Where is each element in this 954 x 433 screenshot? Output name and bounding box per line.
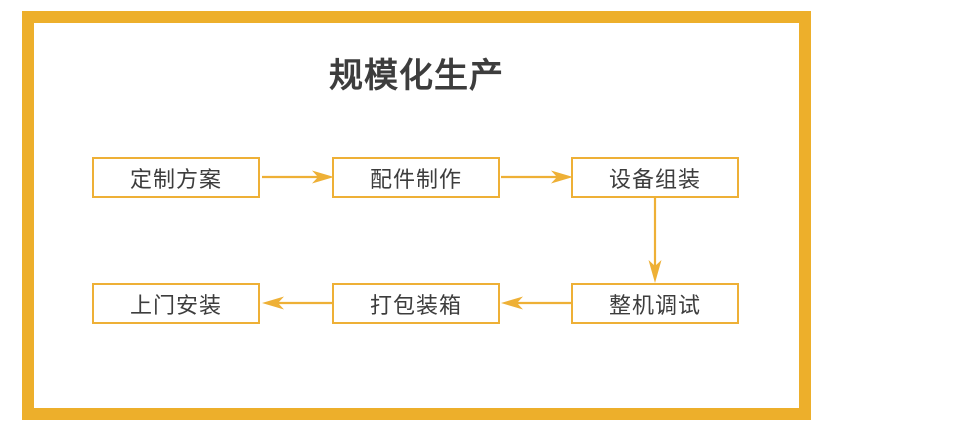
flow-node-label: 打包装箱 bbox=[369, 292, 462, 318]
flow-node-label: 定制方案 bbox=[129, 166, 222, 192]
flow-node-label: 上门安装 bbox=[129, 292, 222, 318]
page-title: 规模化生产 bbox=[329, 57, 504, 95]
decorative-gold-frame bbox=[22, 11, 811, 420]
arrow-right-step1-to-step2 bbox=[262, 168, 334, 186]
flow-node-label: 设备组装 bbox=[608, 166, 701, 192]
flow-node-step6[interactable]: 上门安装 bbox=[92, 283, 260, 324]
arrow-right-step2-to-step3 bbox=[501, 168, 573, 186]
flow-node-step4[interactable]: 整机调试 bbox=[571, 283, 739, 324]
flow-node-label: 整机调试 bbox=[608, 292, 701, 318]
arrow-left-step4-to-step5 bbox=[501, 294, 573, 312]
flow-node-step2[interactable]: 配件制作 bbox=[332, 157, 500, 198]
flow-node-label: 配件制作 bbox=[369, 166, 462, 192]
flow-node-step1[interactable]: 定制方案 bbox=[92, 157, 260, 198]
arrow-down-step3-to-step4 bbox=[640, 198, 670, 283]
flow-node-step3[interactable]: 设备组装 bbox=[571, 157, 739, 198]
arrow-left-step5-to-step6 bbox=[262, 294, 334, 312]
flow-node-step5[interactable]: 打包装箱 bbox=[332, 283, 500, 324]
